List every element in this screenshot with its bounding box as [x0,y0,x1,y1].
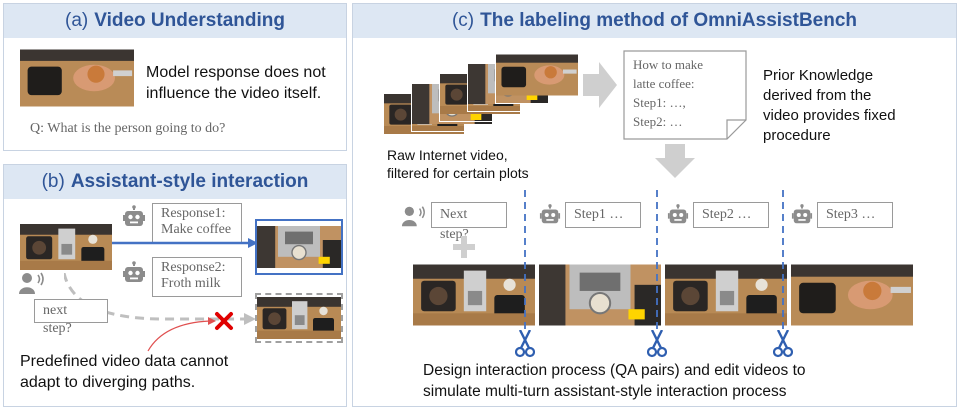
down-arrow-icon [655,144,695,178]
panel-a-title: Video Understanding [94,10,285,31]
panel-c-bottom-line2: simulate multi-turn assistant-style inte… [423,383,787,400]
scissors-icon [773,330,793,358]
scissors-icon [515,330,535,358]
red-cross-icon [215,312,233,330]
panel-b-title: Assistant-style interaction [70,171,309,192]
user-speaking-icon [18,271,46,295]
user-next-step-bubble: Next step? [431,202,507,242]
prior-line4: procedure [763,127,831,144]
user-speaking-icon [401,204,427,228]
step3-bubble: Step3 … [817,202,893,228]
panel-b-caption: Predefined video data cannot adapt to di… [20,351,228,393]
panel-b-caption-line2: adapt to diverging paths. [20,374,196,391]
right-arrow-icon [583,62,617,108]
panel-c-header: (c) The labeling method of OmniAssistBen… [353,4,956,38]
video-frame-a [20,46,134,110]
recipe-document: How to make latte coffee: Step1: …, Step… [633,55,703,131]
raw-video-frame [495,46,579,104]
recipe-line1: How to make [633,57,704,72]
scissors-icon [647,330,667,358]
cut-line [782,190,784,330]
robot-icon [791,204,813,226]
panel-c-bottom-line1: Design interaction process (QA pairs) an… [423,362,806,379]
user-prompt-bubble: next step? [34,299,108,336]
response2-line2: Froth milk [161,276,221,291]
video-frame-b-start [20,221,112,273]
raw-video-caption-line1: Raw Internet video, [387,147,508,163]
panel-video-understanding: (a) Video Understanding Model response d… [3,3,347,151]
plus-icon [453,236,475,258]
step3-text: Step3 … [826,207,876,222]
panel-labeling-method: (c) The labeling method of OmniAssistBen… [352,3,957,407]
recipe-document-outline [623,50,747,140]
panel-b-tag: (b) [41,171,65,192]
panel-a-question: Q: What is the person going to do? [30,121,226,136]
step2-bubble: Step2 … [693,202,769,228]
arrow-to-coffee [112,238,258,248]
prior-line3: video provides fixed [763,107,896,124]
panel-a-note: Model response does not influence the vi… [146,62,326,104]
raw-video-caption-line2: filtered for certain plots [387,165,529,181]
step2-text: Step2 … [702,207,752,222]
cut-line [656,190,658,330]
video-frame-froth-milk [255,293,343,343]
recipe-line3: Step1: …, [633,95,686,110]
prior-line1: Prior Knowledge [763,67,874,84]
response1-line1: Response1: [161,206,226,221]
step1-bubble: Step1 … [565,202,641,228]
panel-b-caption-line1: Predefined video data cannot [20,353,229,370]
response2-line1: Response2: [161,260,226,275]
panel-b-header: (b) Assistant-style interaction [4,165,346,199]
raw-video-caption: Raw Internet video, filtered for certain… [387,146,529,182]
panel-c-bottom-caption: Design interaction process (QA pairs) an… [423,360,806,402]
response2-bubble: Response2: Froth milk [152,257,242,297]
video-segment-2 [539,264,661,326]
panel-a-header: (a) Video Understanding [4,4,346,38]
cut-line [524,190,526,330]
panel-a-note-line1: Model response does not [146,64,326,81]
panel-a-tag: (a) [65,10,89,31]
response1-line2: Make coffee [161,222,232,237]
video-segment-3 [665,264,787,326]
user-prompt-text: next step? [43,303,72,336]
panel-assistant-interaction: (b) Assistant-style interaction Response… [3,164,347,407]
panel-c-title: The labeling method of OmniAssistBench [480,10,858,31]
recipe-line4: Step2: … [633,114,683,129]
robot-icon [539,204,561,226]
panel-a-note-line2: influence the video itself. [146,85,322,102]
video-segment-4 [791,264,913,326]
video-frame-make-coffee [255,219,343,275]
robot-icon [122,205,146,229]
red-pointer-arrow [147,317,216,352]
response1-bubble: Response1: Make coffee [152,203,242,243]
recipe-line2: latte coffee: [633,76,695,91]
step1-text: Step1 … [574,207,624,222]
robot-icon [667,204,689,226]
prior-line2: derived from the [763,87,872,104]
video-segment-1 [413,264,535,326]
panel-c-tag: (c) [451,10,475,31]
prior-knowledge-note: Prior Knowledge derived from the video p… [763,66,896,146]
